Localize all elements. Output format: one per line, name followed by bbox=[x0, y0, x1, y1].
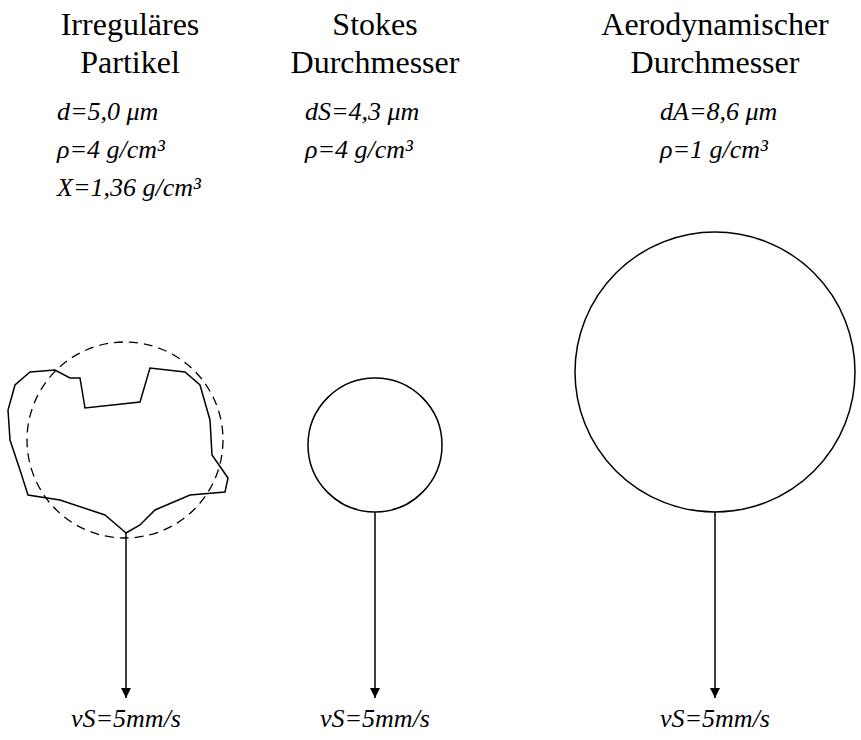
column-heading: Stokes Durchmesser bbox=[275, 5, 475, 81]
column-heading: Irreguläres Partikel bbox=[30, 5, 230, 81]
parameter-value: dA=8,6 μm bbox=[660, 93, 855, 131]
parameter-list: dS=4,3 μmρ=4 g/cm³ bbox=[275, 93, 475, 169]
velocity-arrow bbox=[714, 512, 716, 698]
parameter-value: ρ=4 g/cm³ bbox=[305, 131, 475, 169]
column-heading: Aerodynamischer Durchmesser bbox=[575, 5, 855, 81]
parameter-value: dS=4,3 μm bbox=[305, 93, 475, 131]
velocity-arrow bbox=[125, 533, 127, 698]
stokes-sphere bbox=[308, 378, 442, 512]
particle-column: Aerodynamischer Durchmesser dA=8,6 μmρ=1 … bbox=[575, 5, 855, 169]
velocity-arrow bbox=[374, 512, 376, 698]
parameter-value: X=1,36 g/cm³ bbox=[57, 169, 250, 207]
parameter-value: ρ=4 g/cm³ bbox=[57, 131, 250, 169]
particle-column: Stokes Durchmesser dS=4,3 μmρ=4 g/cm³ bbox=[275, 5, 475, 169]
parameter-list: d=5,0 μmρ=4 g/cm³X=1,36 g/cm³ bbox=[10, 93, 250, 207]
parameter-value: ρ=1 g/cm³ bbox=[660, 131, 855, 169]
velocity-label: vS=5mm/s bbox=[660, 704, 770, 734]
velocity-label: vS=5mm/s bbox=[320, 704, 430, 734]
irregular-particle-outline bbox=[8, 368, 228, 533]
aerodynamic-sphere bbox=[575, 232, 855, 512]
parameter-list: dA=8,6 μmρ=1 g/cm³ bbox=[575, 93, 855, 169]
particle-column: Irreguläres Partikel d=5,0 μmρ=4 g/cm³X=1… bbox=[10, 5, 250, 207]
velocity-label: vS=5mm/s bbox=[71, 704, 181, 734]
parameter-value: d=5,0 μm bbox=[57, 93, 250, 131]
